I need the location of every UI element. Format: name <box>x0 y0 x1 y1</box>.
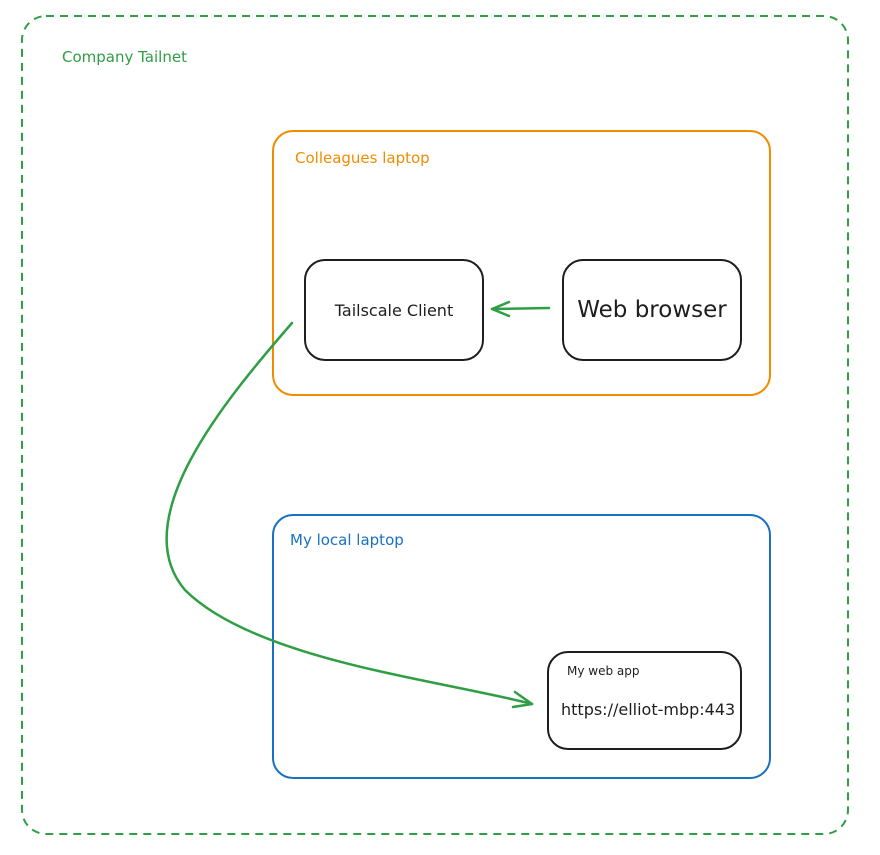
local-laptop-label: My local laptop <box>290 531 404 549</box>
web-app-title: My web app <box>567 664 640 678</box>
local-laptop-box[interactable] <box>272 514 771 779</box>
tailscale-client-node[interactable] <box>304 259 484 361</box>
tailnet-label: Company Tailnet <box>62 48 187 66</box>
arrow-browser-to-client-line <box>490 306 551 311</box>
web-browser-label: Web browser <box>577 297 727 323</box>
web-browser-node[interactable] <box>562 259 742 361</box>
tailscale-client-label: Tailscale Client <box>334 300 454 320</box>
arrow-browser-to-client-head <box>490 300 511 318</box>
web-app-url: https://elliot-mbp:443 <box>561 700 736 719</box>
arrow-client-to-webapp-head <box>511 690 534 709</box>
arrow-client-to-webapp[interactable] <box>165 321 534 709</box>
colleagues-laptop-box[interactable] <box>272 130 771 396</box>
arrow-browser-to-client[interactable] <box>490 300 551 318</box>
colleagues-laptop-label: Colleagues laptop <box>295 149 430 167</box>
arrow-client-to-webapp-line <box>165 321 534 706</box>
web-app-node[interactable] <box>547 651 742 750</box>
